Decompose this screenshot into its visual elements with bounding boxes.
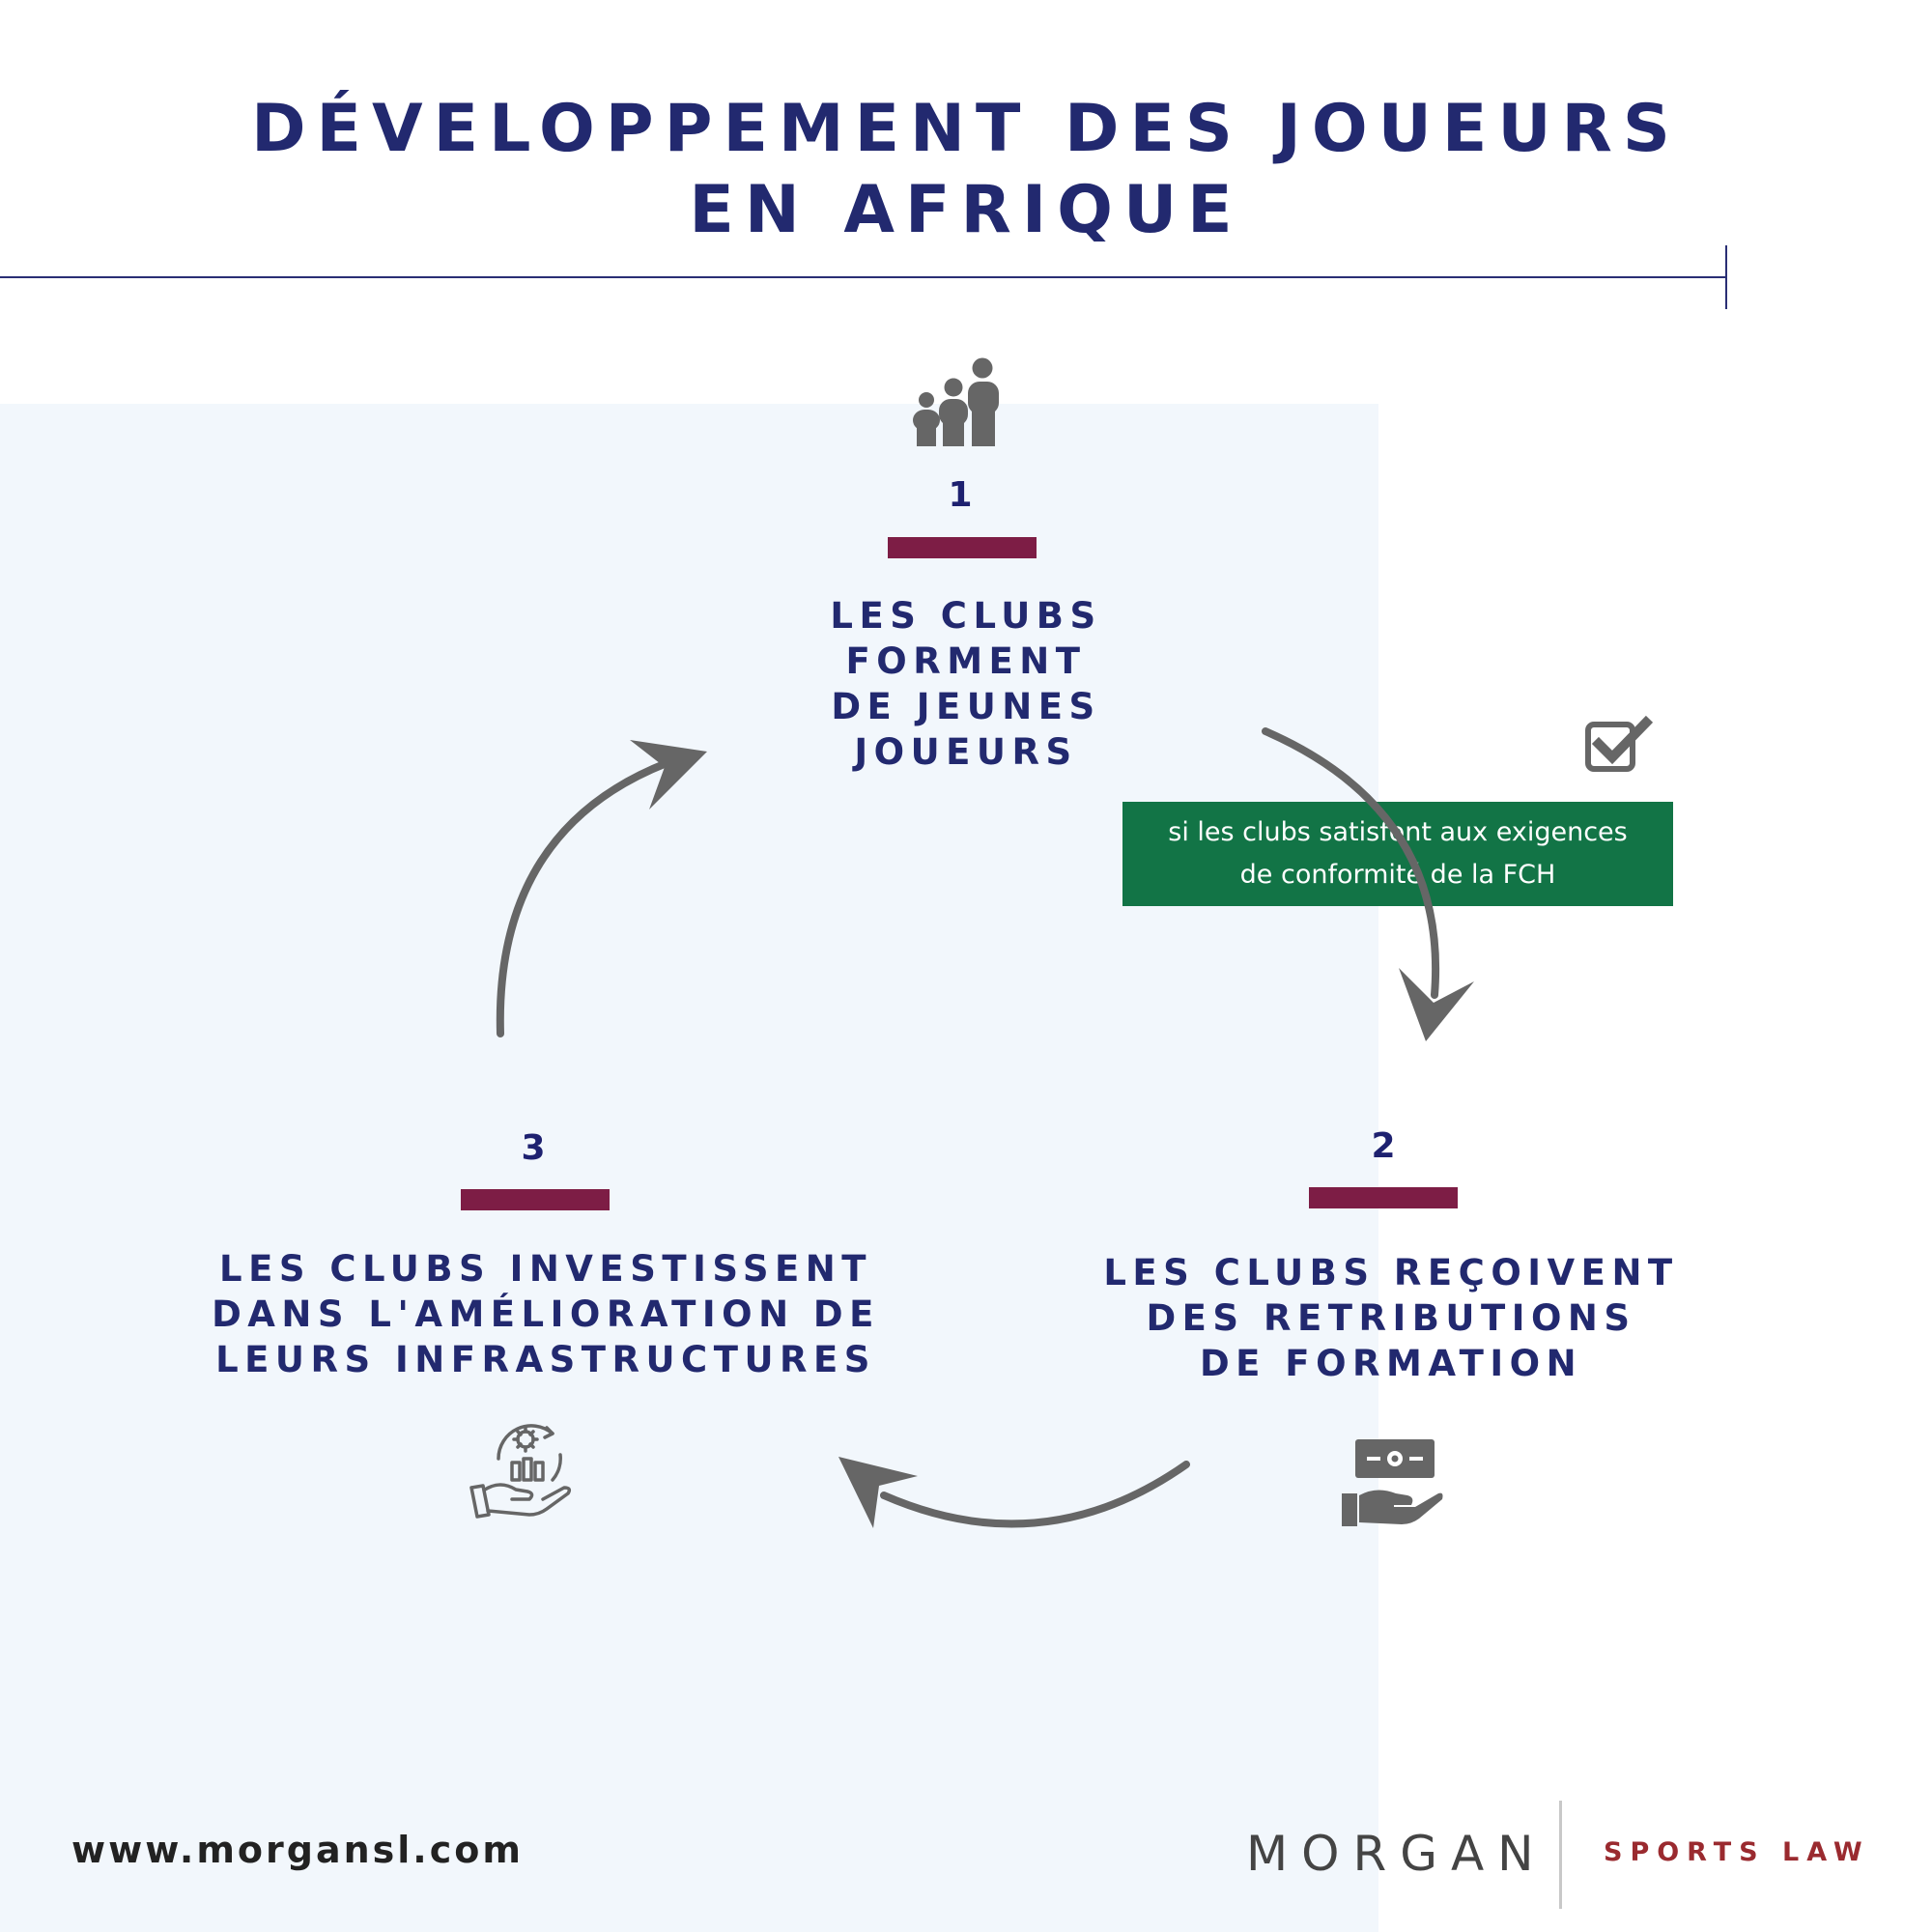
step-3-line: LEURS INFRASTRUCTURES (215, 1339, 876, 1380)
step-3-bar (461, 1189, 610, 1210)
logo-divider (1559, 1801, 1562, 1909)
company-logo: MORGAN SPORTS LAW (1246, 1797, 1922, 1913)
condition-line-2: de conformité de la FCH (1239, 860, 1556, 890)
step-2-bar (1309, 1187, 1458, 1208)
step-1-line: JOUEURS (854, 731, 1078, 773)
checkbox-checked-icon (1585, 715, 1654, 772)
arrowhead-step3 (838, 1457, 918, 1528)
background-panel (0, 404, 1378, 1932)
title-divider-tick (1725, 245, 1727, 309)
title-divider (0, 276, 1726, 278)
page-title: DÉVELOPPEMENT DES JOUEURS EN AFRIQUE (0, 89, 1932, 251)
step-2-number: 2 (1371, 1126, 1396, 1166)
arrowhead-step1 (630, 740, 707, 810)
step-3-line: LES CLUBS INVESTISSENT (219, 1248, 872, 1290)
title-line-1: DÉVELOPPEMENT DES JOUEURS (251, 91, 1681, 167)
title-line-2: EN AFRIQUE (689, 172, 1243, 248)
step-2-line: DES RETRIBUTIONS (1146, 1297, 1636, 1339)
step-1-text: LES CLUBS FORMENT DE JEUNES JOUEURS (773, 593, 1159, 775)
footer-website-link[interactable]: www.morgansl.com (71, 1829, 524, 1871)
money-hand-icon (1342, 1439, 1443, 1526)
step-1-line: LES CLUBS (830, 595, 1102, 637)
step-3-line: DANS L'AMÉLIORATION DE (212, 1293, 880, 1335)
step-1-bar (888, 537, 1037, 558)
arrowhead-step2 (1399, 968, 1474, 1041)
family-people-icon (913, 357, 999, 446)
step-1-number: 1 (948, 475, 973, 515)
arrow-step2-to-step3 (880, 1461, 1190, 1528)
arrow-step1-to-step2 (1262, 727, 1439, 999)
step-2-line: LES CLUBS REÇOIVENT (1103, 1252, 1679, 1293)
step-2-text: LES CLUBS REÇOIVENT DES RETRIBUTIONS DE … (1092, 1250, 1690, 1386)
logo-wordmark: MORGAN (1246, 1826, 1548, 1882)
investment-hand-gear-icon (469, 1424, 572, 1519)
logo-subtitle: SPORTS LAW (1604, 1837, 1870, 1867)
step-3-number: 3 (521, 1128, 546, 1168)
step-2-line: DE FORMATION (1199, 1343, 1583, 1384)
step-3-text: LES CLUBS INVESTISSENT DANS L'AMÉLIORATI… (193, 1246, 898, 1382)
arrow-step3-to-step1 (496, 759, 670, 1037)
step-1-line: DE JEUNES (831, 686, 1101, 727)
step-1-line: FORMENT (845, 640, 1087, 682)
